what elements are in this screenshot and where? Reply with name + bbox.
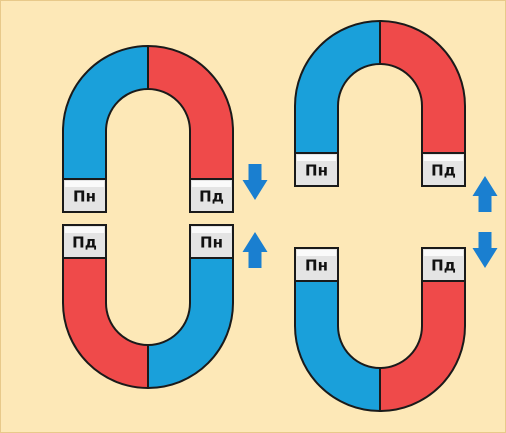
- magnet-right-leg: [147, 45, 234, 180]
- pole-label: Пн: [73, 188, 96, 206]
- magnet-left-leg: [62, 45, 149, 180]
- pole-cap: Пд: [189, 178, 234, 213]
- arrow-down-icon: [472, 232, 498, 268]
- arrow-down-icon: [242, 164, 268, 200]
- pole-cap: Пн: [189, 224, 234, 259]
- pole-cap: Пд: [421, 247, 466, 282]
- pole-label: Пн: [200, 234, 223, 252]
- magnet-right-leg: [379, 20, 466, 154]
- magnet-bottom-right: Пн Пд: [294, 247, 466, 412]
- pole-cap: Пн: [294, 247, 339, 282]
- arrow-up-icon: [472, 176, 498, 212]
- pole-label: Пд: [431, 257, 456, 275]
- magnet-right-leg: [147, 257, 234, 389]
- arrow-up-icon: [242, 232, 268, 268]
- pole-cap: Пд: [62, 224, 107, 259]
- pole-label: Пд: [431, 162, 456, 180]
- pole-label: Пд: [72, 234, 97, 252]
- pole-label: Пн: [305, 257, 328, 275]
- magnet-left-leg: [294, 280, 381, 412]
- magnet-top-right: Пн Пд: [294, 20, 466, 187]
- magnet-left-leg: [62, 257, 149, 389]
- pole-cap: Пд: [421, 152, 466, 187]
- pole-label: Пн: [305, 162, 328, 180]
- magnet-right-leg: [379, 280, 466, 412]
- magnet-left-leg: [294, 20, 381, 154]
- pole-cap: Пн: [294, 152, 339, 187]
- pole-cap: Пн: [62, 178, 107, 213]
- magnet-top-left: Пн Пд: [62, 45, 234, 213]
- pole-label: Пд: [199, 188, 224, 206]
- magnet-bottom-left: Пд Пн: [62, 224, 234, 389]
